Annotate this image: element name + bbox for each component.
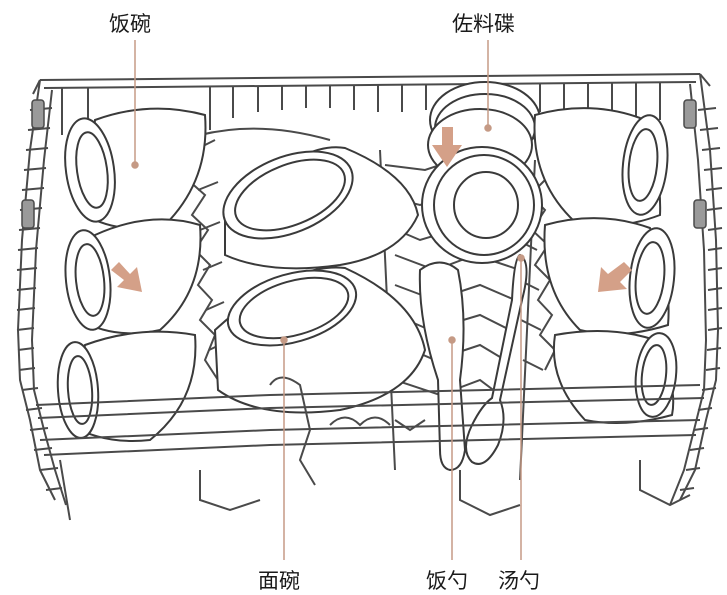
- rice-bowl-middle-left: [64, 218, 202, 335]
- rack-front: [35, 376, 705, 521]
- soup-spoon: [465, 253, 528, 465]
- rice-bowl-bottom-right: [552, 330, 678, 425]
- rice-bowls-left: [56, 107, 207, 442]
- arrow-right-down-icon: [111, 262, 142, 292]
- label-soup-spoon: 汤勺: [498, 569, 540, 593]
- side-plates: [421, 81, 543, 264]
- label-rice-bowl: 饭碗: [109, 12, 151, 36]
- rice-bowl-bottom-left: [56, 330, 197, 442]
- noodle-bowl-front: [213, 266, 427, 414]
- spoons: [418, 253, 528, 472]
- arrow-left-down-icon: [598, 262, 632, 292]
- label-rice-spoon: 饭勺: [426, 569, 468, 593]
- noodle-bowl-back: [222, 146, 420, 270]
- rack-clip-icons: [21, 99, 707, 229]
- rice-bowl-top-left: [64, 107, 207, 230]
- noodle-bowls: [213, 146, 427, 414]
- label-noodle-bowl: 面碗: [258, 569, 300, 593]
- arrow-down-icon: [432, 127, 462, 167]
- placement-arrows: [111, 127, 632, 292]
- leader-lines: [131, 40, 525, 560]
- label-side-plate: 佐料碟: [452, 12, 515, 36]
- rice-bowls-right: [533, 107, 678, 425]
- rack-right-wall: [514, 73, 723, 506]
- rice-bowl-top-right: [533, 107, 669, 227]
- rice-spoon: [418, 261, 467, 472]
